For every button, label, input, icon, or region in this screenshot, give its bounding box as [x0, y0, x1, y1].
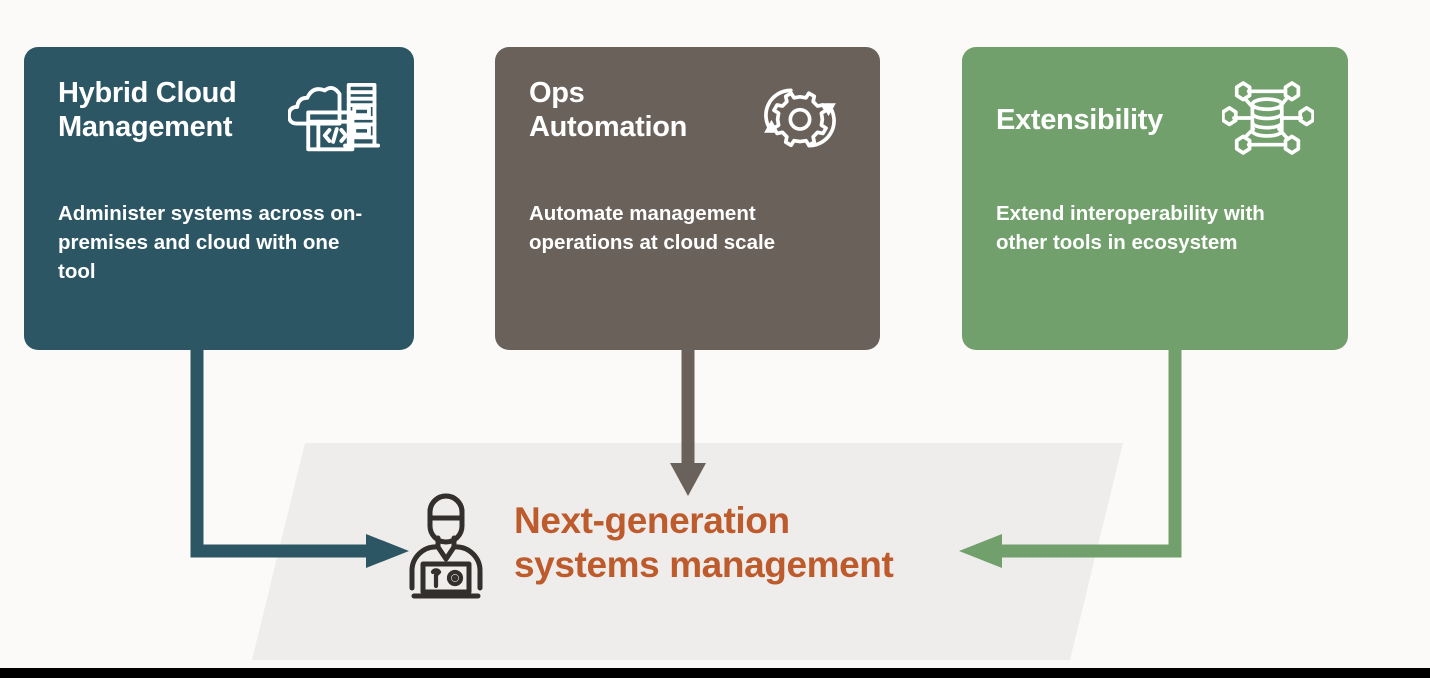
- cloud-code-server-icon: [288, 79, 380, 157]
- gear-refresh-cycle-icon: [754, 79, 846, 157]
- card-extensibility[interactable]: Extensibility: [962, 47, 1348, 350]
- card-header: Hybrid Cloud Management: [58, 77, 380, 157]
- card-description: Automate management operations at cloud …: [529, 202, 776, 255]
- hexagon-network-database-icon: [1222, 79, 1314, 157]
- card-description: Administer systems across on-premises an…: [58, 202, 363, 284]
- result-block: Next-generation systems management: [400, 484, 894, 602]
- card-description: Extend interoperability with other tools…: [996, 202, 1265, 255]
- card-title: Hybrid Cloud Management: [58, 77, 237, 143]
- card-hybrid-cloud-management[interactable]: Hybrid Cloud Management: [24, 47, 414, 350]
- card-header: Ops Automation: [529, 77, 846, 157]
- admin-person-laptop-icon: [400, 484, 492, 602]
- bottom-bar: [0, 668, 1430, 678]
- card-ops-automation[interactable]: Ops Automation Automate management opera…: [495, 47, 880, 350]
- card-header: Extensibility: [996, 77, 1314, 157]
- card-title: Extensibility: [996, 104, 1163, 137]
- card-title: Ops Automation: [529, 77, 688, 143]
- result-title: Next-generation systems management: [514, 499, 894, 585]
